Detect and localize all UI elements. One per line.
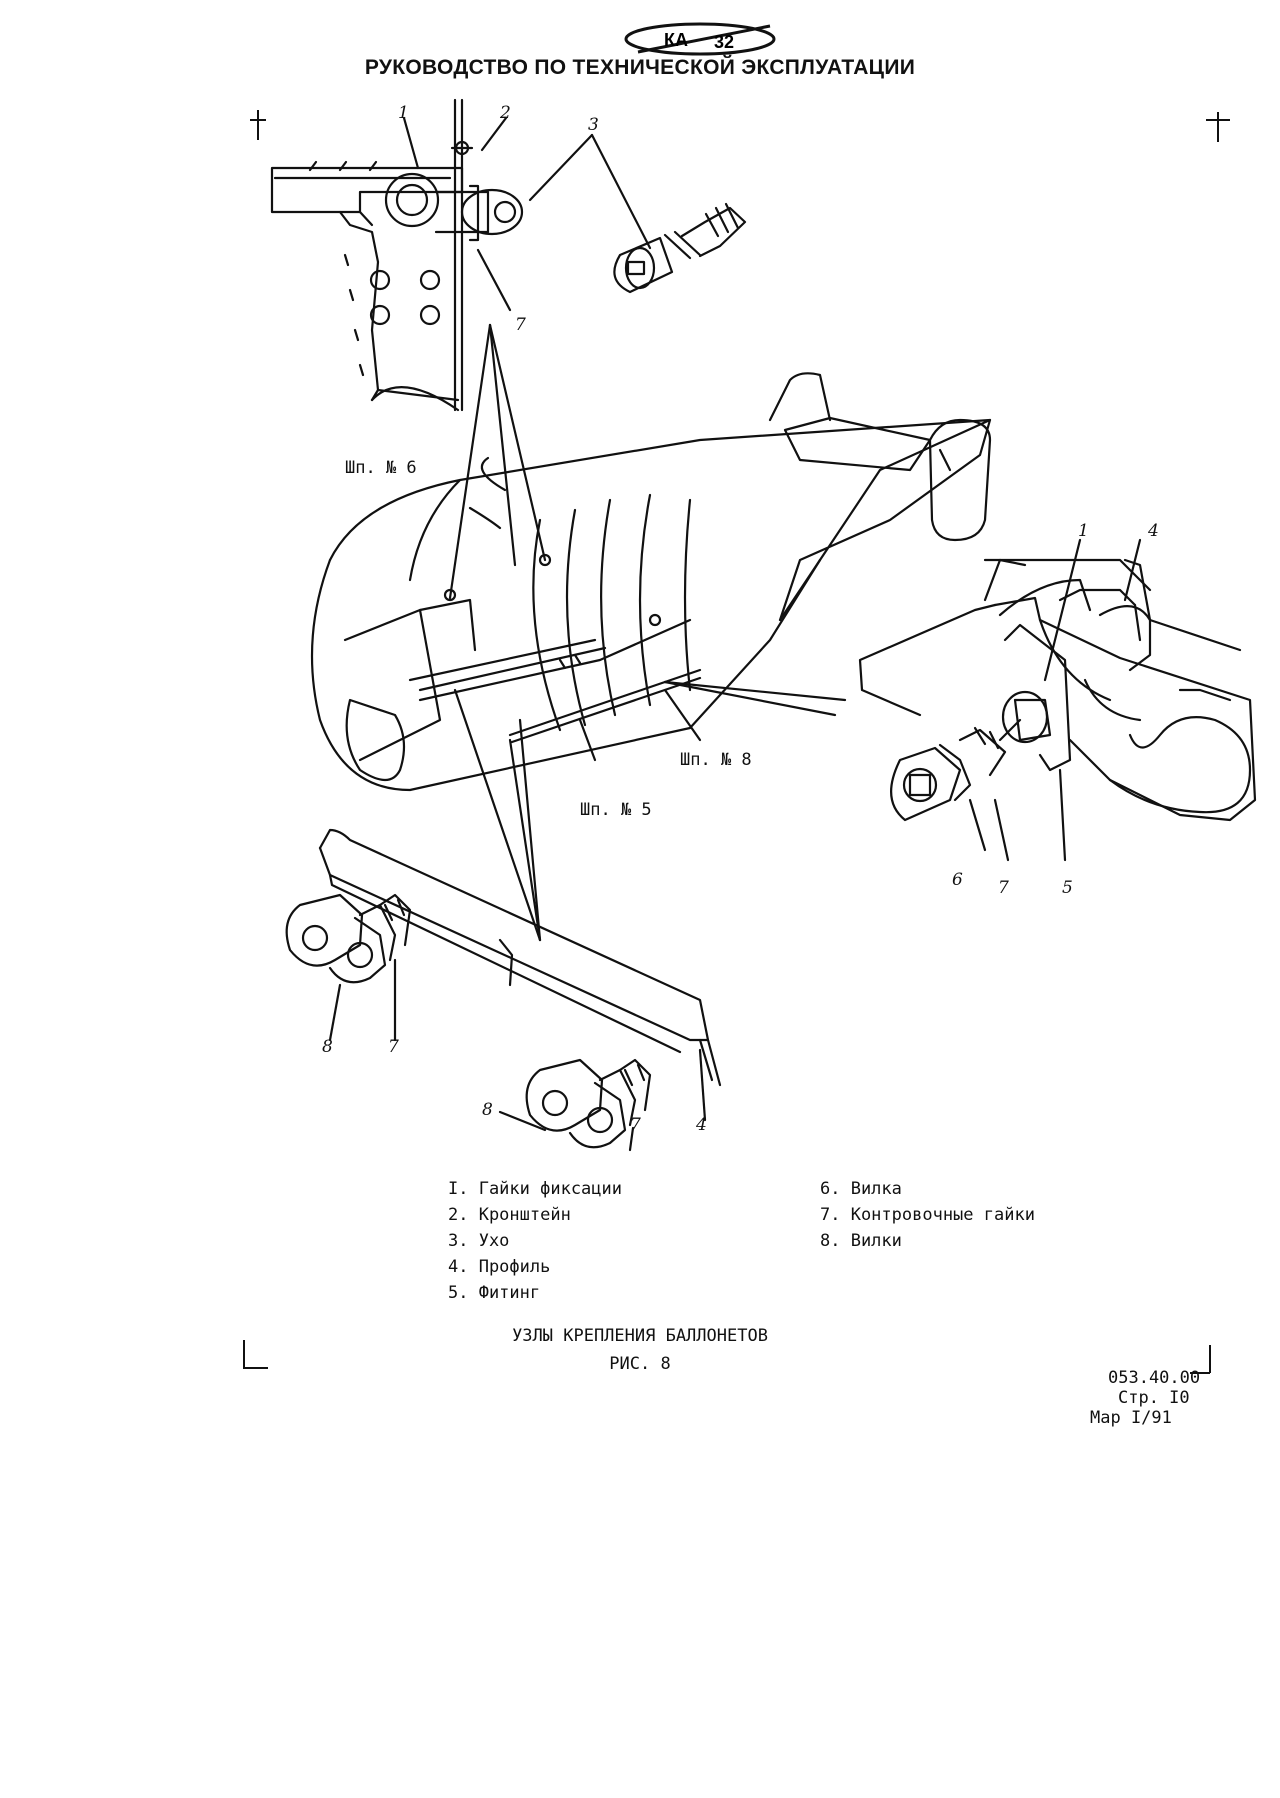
ka32-logo: КА 32 [624, 22, 776, 56]
callout-4-right: 4 [1147, 521, 1159, 541]
profile-detail-drawing [285, 828, 722, 1152]
callout-7-top: 7 [515, 315, 526, 335]
registration-mark-bottom-right [1190, 1345, 1211, 1374]
callout-1-top: 1 [398, 103, 409, 123]
callout-5-right: 5 [1062, 878, 1073, 898]
legend-item-7: 7. Контровочные гайки [820, 1205, 1035, 1225]
callout-7-bottom-a: 7 [388, 1037, 399, 1057]
logo-left-text: КА [664, 30, 688, 50]
frame-label-6: Шп. № 6 [345, 458, 417, 478]
manual-title: РУКОВОДСТВО ПО ТЕХНИЧЕСКОЙ ЭКСПЛУАТАЦИИ [364, 56, 916, 79]
legend-item-2: 2. Кронштейн [448, 1205, 571, 1225]
registration-mark-top-left [250, 110, 266, 140]
callout-7-bottom-b: 7 [630, 1115, 641, 1135]
pointer-lines [402, 116, 847, 942]
legend-item-6: 6. Вилка [820, 1179, 902, 1199]
callout-2-top: 2 [499, 103, 511, 123]
legend-item-3: 3. Ухо [448, 1231, 510, 1251]
callout-7-right: 7 [998, 878, 1009, 898]
legend-left: I. Гайки фиксации 2. Кронштейн 3. Ухо 4.… [448, 1176, 622, 1306]
callout-8-bottom-a: 8 [322, 1037, 333, 1057]
registration-mark-bottom-left [243, 1340, 268, 1369]
legend-item-8: 8. Вилки [820, 1231, 902, 1251]
figure-number: РИС. 8 [609, 1354, 671, 1374]
bracket-detail-drawing [270, 98, 524, 412]
fitting-detail-drawing [858, 538, 1257, 862]
callout-3-top: 3 [588, 115, 599, 135]
document-info: 053.40.00 Стр. I0 Мар I/91 [1090, 1368, 1200, 1428]
frame-label-5: Шп. № 5 [580, 800, 652, 820]
ear-detail-drawing [613, 202, 747, 294]
callout-4-bottom: 4 [695, 1115, 707, 1135]
callout-8-bottom-b: 8 [482, 1100, 493, 1120]
document-code: 053.40.00 [1108, 1368, 1201, 1388]
registration-mark-top-right [1206, 112, 1230, 142]
page-number: Стр. I0 [1118, 1388, 1190, 1408]
callout-1-right: 1 [1078, 521, 1089, 541]
legend-right: 6. Вилка 7. Контровочные гайки 8. Вилки [820, 1176, 1035, 1254]
revision-date: Мар I/91 [1090, 1408, 1172, 1428]
callout-6-right: 6 [952, 870, 963, 890]
frame-label-8: Шп. № 8 [680, 750, 752, 770]
logo-right-text: 32 [714, 32, 734, 52]
legend-item-5: 5. Фитинг [448, 1283, 541, 1303]
figure-title: УЗЛЫ КРЕПЛЕНИЯ БАЛЛОНЕТОВ [512, 1326, 768, 1346]
legend-item-1: I. Гайки фиксации [448, 1179, 622, 1199]
helicopter-fuselage-drawing [310, 372, 992, 792]
legend-item-4: 4. Профиль [448, 1257, 551, 1277]
